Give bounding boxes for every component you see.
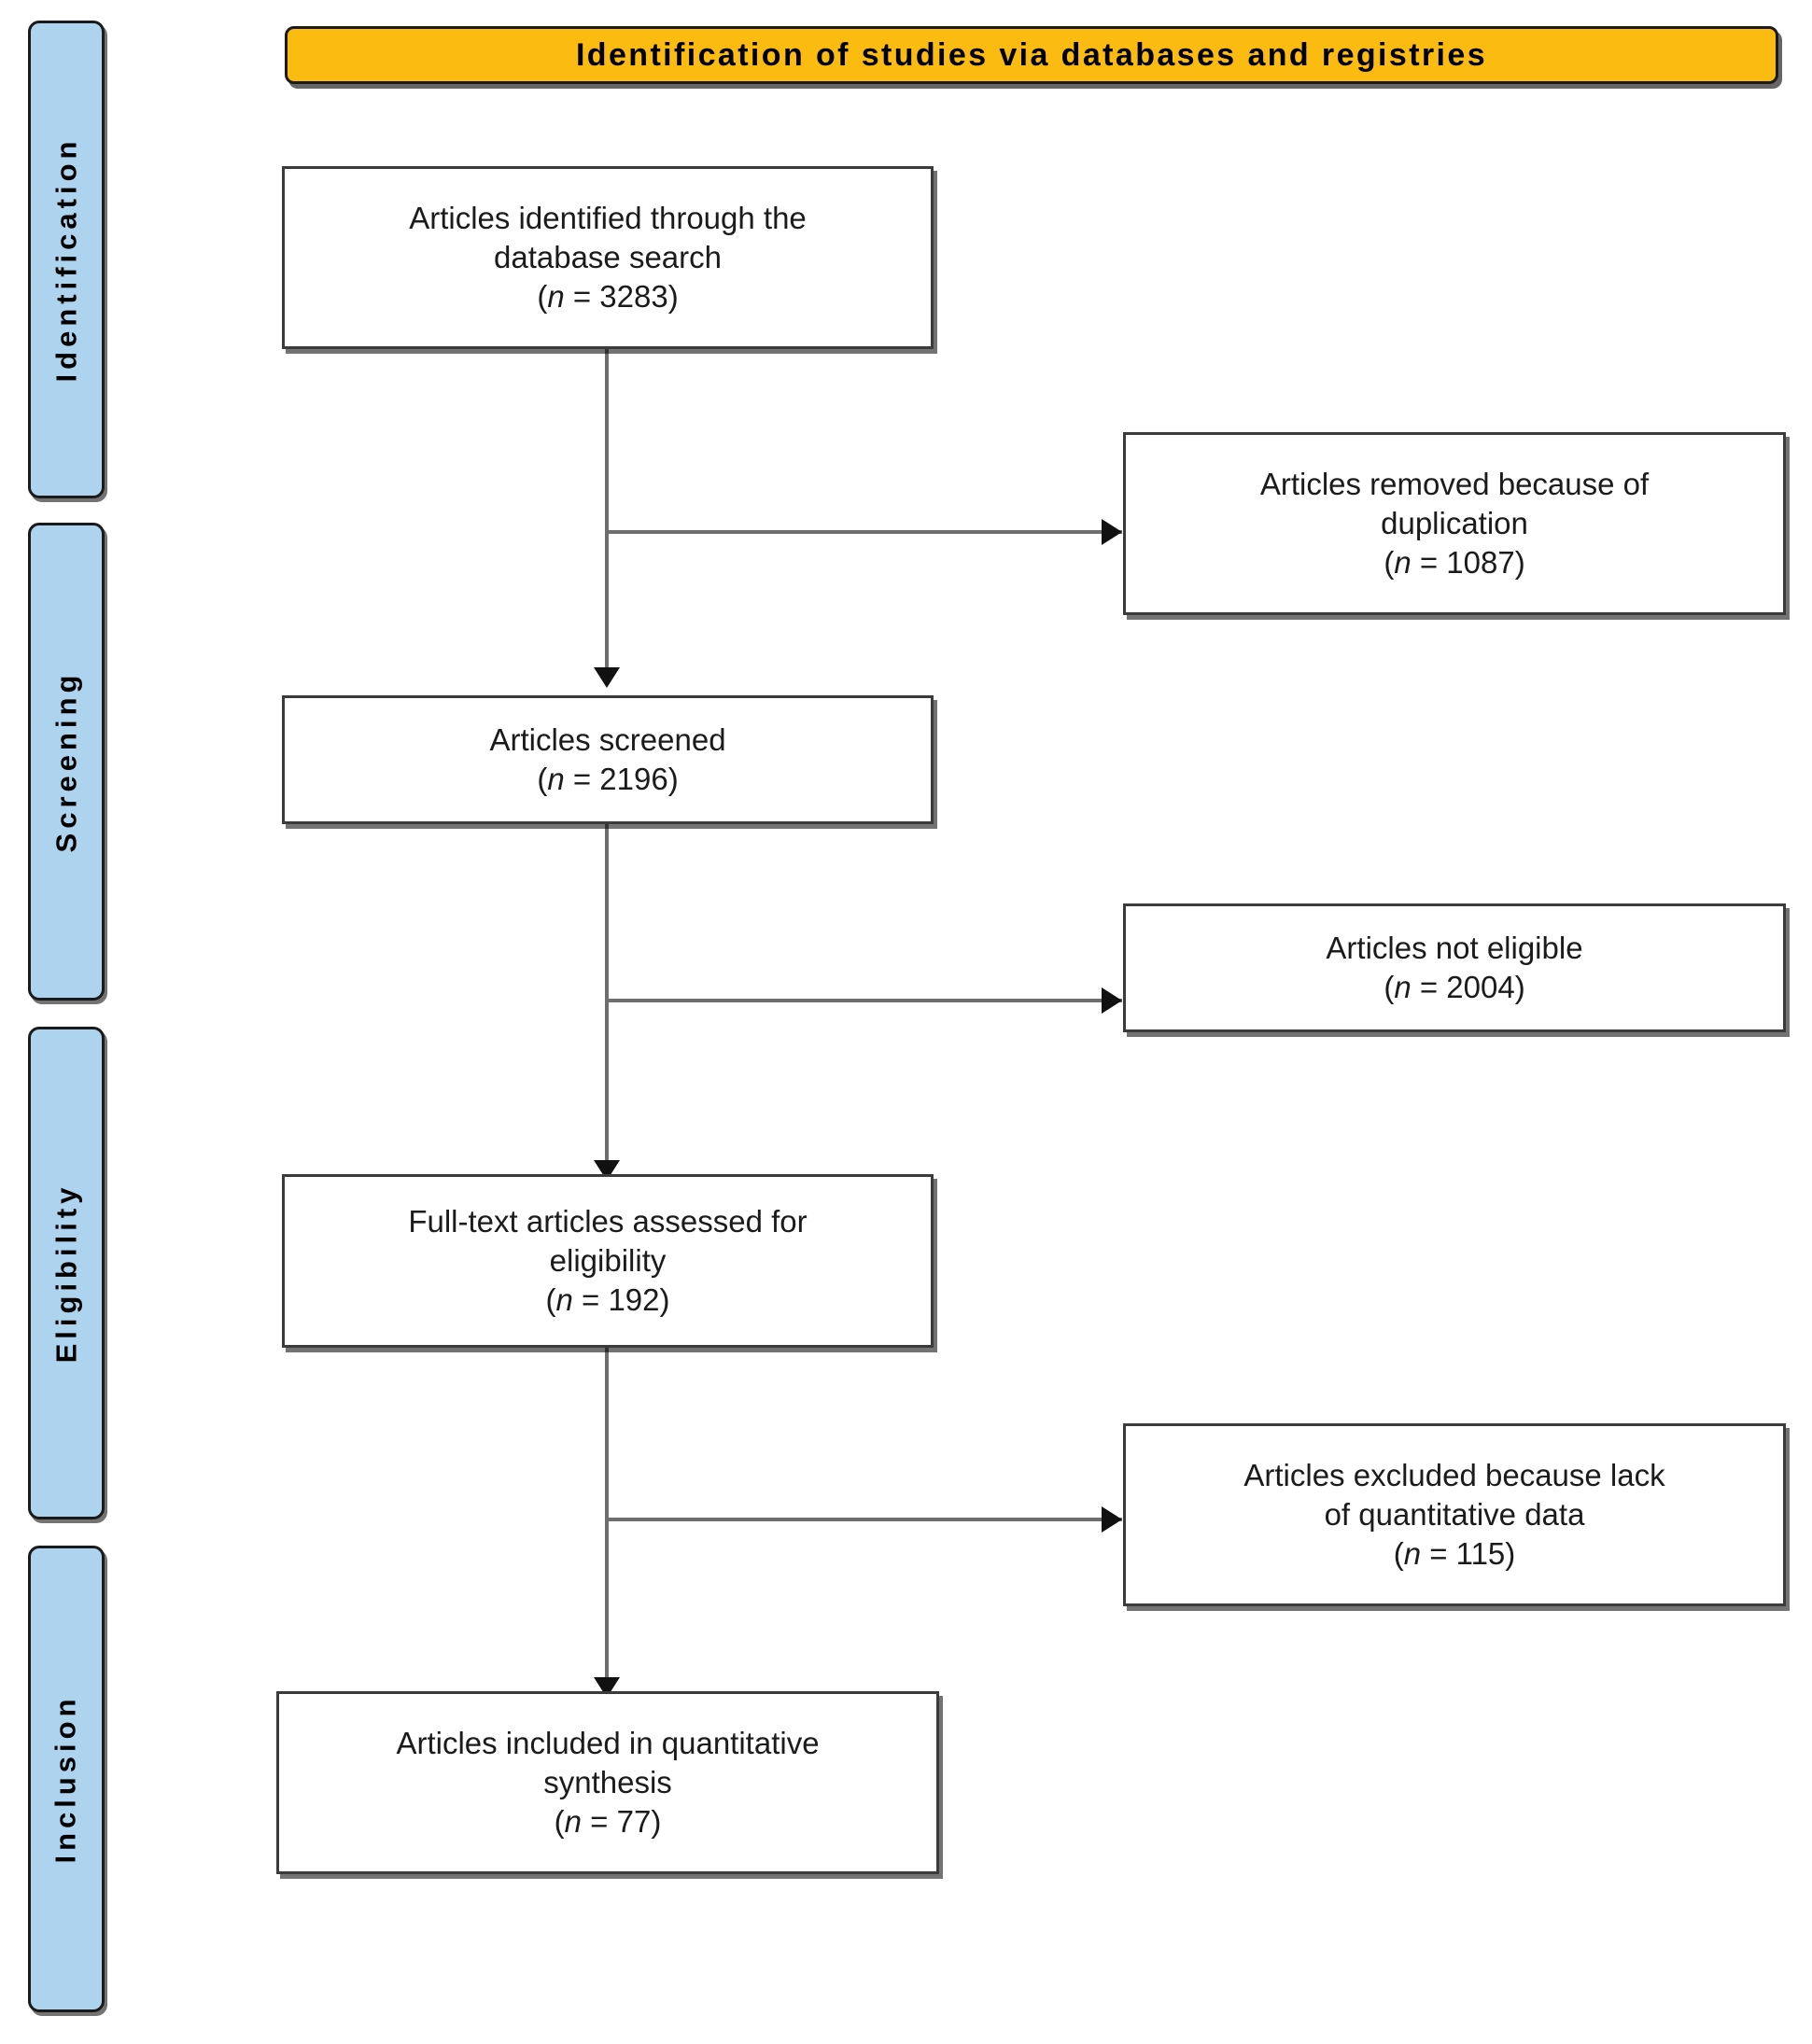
node-articles-removed-duplication: Articles removed because of duplication … <box>1123 432 1786 615</box>
paren-open: ( <box>554 1804 565 1840</box>
banner-identification-header: Identification of studies via databases … <box>285 26 1778 84</box>
paren-open: ( <box>537 279 548 315</box>
n-italic: n <box>1394 545 1412 581</box>
banner-title: Identification of studies via databases … <box>575 36 1488 73</box>
node-not-eligible-count: (n = 2004) <box>1384 968 1524 1007</box>
paren-open: ( <box>1384 545 1395 581</box>
phase-bar-screening: Screening <box>28 523 105 1001</box>
phase-bar-eligibility: Eligibility <box>28 1027 105 1519</box>
phase-label-screening: Screening <box>49 670 83 853</box>
phase-bar-identification: Identification <box>28 21 105 498</box>
phase-label-eligibility: Eligibility <box>49 1183 83 1364</box>
connector-fulltext-to-excluded <box>607 1518 1122 1521</box>
node-screened-count: (n = 2196) <box>537 760 678 799</box>
n-italic: n <box>1394 970 1412 1004</box>
n-italic: n <box>547 279 565 315</box>
node-identified-count: (n = 3283) <box>537 277 678 316</box>
node-included-count: (n = 77) <box>555 1802 662 1841</box>
paren-open: ( <box>537 762 548 796</box>
node-articles-included: Articles included in quantitative synthe… <box>276 1691 939 1874</box>
node-identified-line1: Articles identified through the <box>409 200 807 235</box>
arrowhead-to-screened <box>594 667 620 688</box>
phase-bar-inclusion: Inclusion <box>28 1546 105 2012</box>
node-not-eligible-line1: Articles not eligible <box>1326 930 1583 965</box>
paren-open: ( <box>1393 1536 1404 1572</box>
node-removed-line2: duplication <box>1381 505 1528 540</box>
n-italic: n <box>1403 1536 1422 1572</box>
node-articles-not-eligible: Articles not eligible (n = 2004) <box>1123 903 1786 1032</box>
count-value: = 3283) <box>564 279 679 315</box>
connector-identified-to-removed <box>607 530 1122 534</box>
count-value: = 2196) <box>564 762 679 796</box>
node-identified-line2: database search <box>493 239 722 274</box>
node-removed-count: (n = 1087) <box>1384 543 1524 582</box>
arrowhead-to-removed <box>1102 519 1122 545</box>
node-screened-line1: Articles screened <box>489 721 726 757</box>
node-included-line2: synthesis <box>543 1764 672 1799</box>
connector-screened-to-not-eligible <box>607 999 1122 1002</box>
node-articles-excluded-quantitative: Articles excluded because lack of quanti… <box>1123 1423 1786 1606</box>
phase-label-inclusion: Inclusion <box>49 1694 83 1864</box>
count-value: = 115) <box>1421 1536 1516 1572</box>
arrowhead-to-excluded <box>1102 1506 1122 1533</box>
node-fulltext-assessed: Full-text articles assessed for eligibil… <box>282 1174 934 1348</box>
node-removed-line1: Articles removed because of <box>1259 466 1650 501</box>
n-italic: n <box>555 1282 573 1318</box>
paren-open: ( <box>545 1282 556 1318</box>
node-excluded-line1: Articles excluded because lack <box>1243 1457 1665 1492</box>
phase-label-identification: Identification <box>49 136 83 383</box>
count-value: = 192) <box>572 1282 670 1318</box>
node-excluded-count: (n = 115) <box>1394 1534 1516 1574</box>
count-value: = 2004) <box>1411 970 1525 1004</box>
count-value: = 1087) <box>1411 545 1525 581</box>
node-fulltext-line1: Full-text articles assessed for <box>408 1203 808 1239</box>
node-fulltext-line2: eligibility <box>549 1242 667 1278</box>
count-value: = 77) <box>582 1804 662 1840</box>
node-fulltext-count: (n = 192) <box>545 1281 669 1320</box>
node-articles-identified: Articles identified through the database… <box>282 166 934 349</box>
node-excluded-line2: of quantitative data <box>1324 1496 1585 1532</box>
node-included-line1: Articles included in quantitative <box>396 1725 820 1760</box>
arrowhead-to-not-eligible <box>1102 987 1122 1014</box>
n-italic: n <box>564 1804 583 1840</box>
connector-identified-to-screened <box>605 347 609 681</box>
n-italic: n <box>547 762 565 796</box>
paren-open: ( <box>1384 970 1395 1004</box>
connector-screened-to-fulltext <box>605 821 609 1174</box>
node-articles-screened: Articles screened (n = 2196) <box>282 695 934 824</box>
